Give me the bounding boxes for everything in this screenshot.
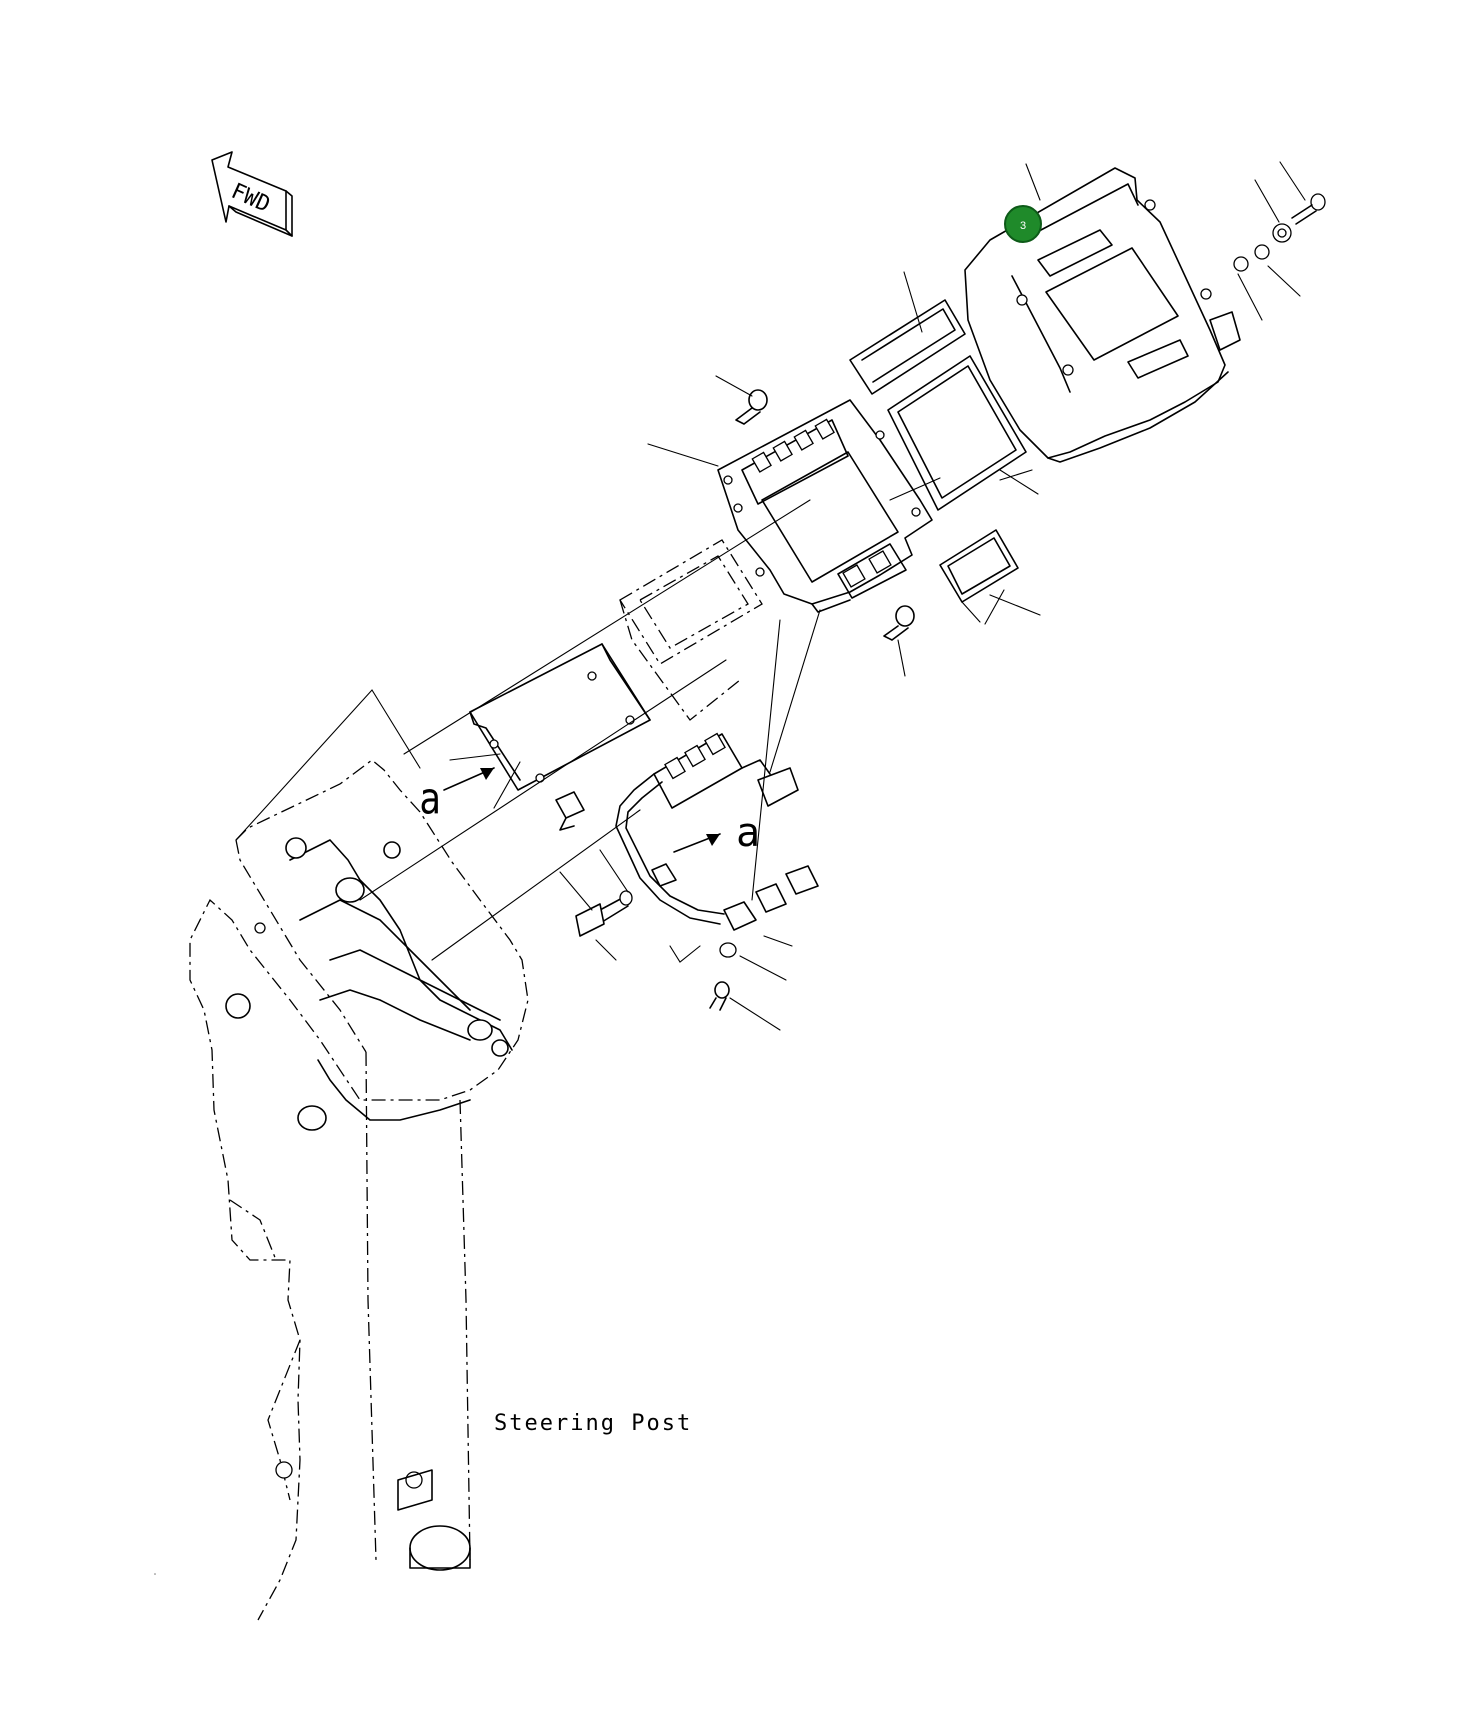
- monitor-unit-part: [619, 539, 763, 721]
- small-gasket-part: [939, 529, 1041, 625]
- view-arrow-left: a: [419, 767, 495, 825]
- wiring-harness-part: [615, 609, 821, 931]
- bracket-bolts: [715, 375, 915, 677]
- callout-number: 3: [1020, 220, 1026, 232]
- callout-badge[interactable]: 3: [1004, 205, 1042, 243]
- harness-fasteners: [559, 849, 793, 1031]
- steering-post-part: [189, 499, 811, 1621]
- view-label-a-right: a: [736, 810, 760, 856]
- mount-plate-part: [449, 643, 651, 809]
- view-arrow-right: a: [673, 810, 760, 856]
- view-label-a-left: a: [419, 774, 441, 824]
- window-gasket-upper: [849, 271, 966, 395]
- mounting-bracket-part: [717, 399, 933, 613]
- plate-connector-part: [555, 791, 585, 831]
- callout-circle[interactable]: [1004, 205, 1042, 243]
- steering-post-label: Steering Post: [494, 1411, 692, 1436]
- fwd-label: FWD: [227, 179, 273, 218]
- fwd-arrow-icon: FWD: [211, 151, 293, 237]
- display-glass-part: [887, 355, 1039, 511]
- leader-lines: [647, 163, 1041, 501]
- cover-fasteners: [1233, 161, 1326, 321]
